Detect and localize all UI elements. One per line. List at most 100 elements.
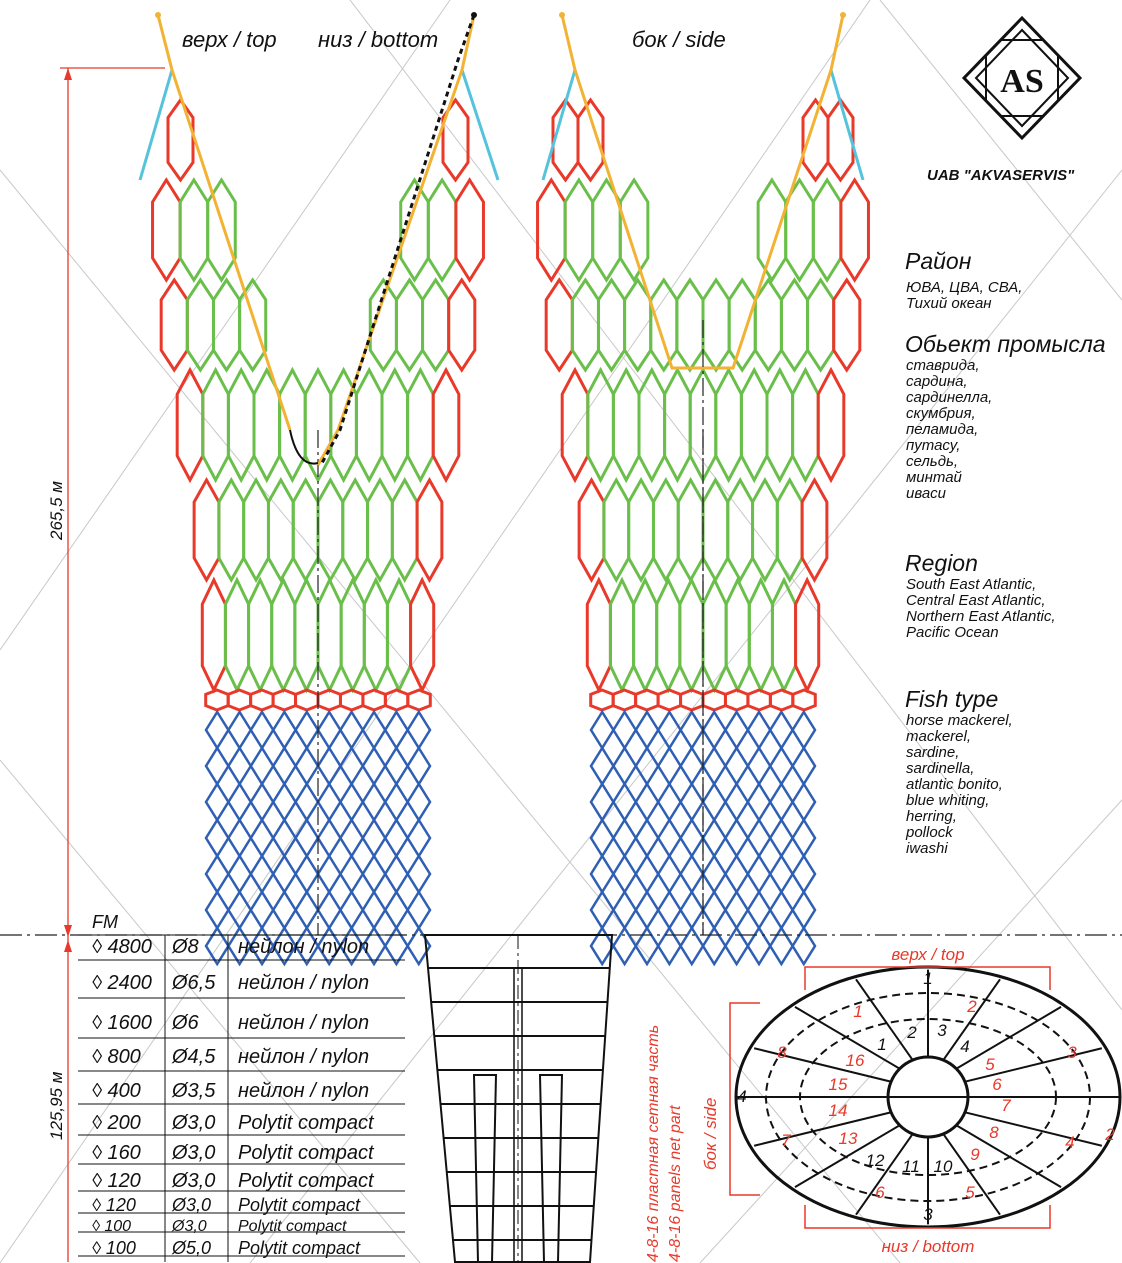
mesh-cell: [270, 576, 297, 694]
codend-mesh-cell: [679, 781, 705, 823]
bosom-curve: [289, 429, 319, 465]
codend-mesh-cell: [723, 709, 750, 751]
mesh-table-header: FM: [92, 912, 118, 932]
codend-mesh-cell: [226, 853, 253, 895]
section-number-label: 14: [829, 1101, 848, 1120]
codend-mesh-cell: [249, 781, 275, 823]
twine-diameter-cell: Ø4,5: [171, 1046, 216, 1068]
codend-mesh-cell: [611, 745, 638, 787]
mesh-cell: [406, 688, 432, 712]
section-number-label: 2: [1104, 1125, 1115, 1144]
codend-mesh-cell: [406, 745, 432, 787]
list-item: South East Atlantic,: [906, 576, 1037, 593]
material-cell: Polytit compact: [238, 1195, 361, 1215]
rope-end-marker: [155, 12, 161, 18]
mesh-cell: [768, 688, 795, 712]
guide-line: [0, 169, 901, 1263]
guide-line: [879, 0, 1122, 301]
seam-line: [794, 1124, 901, 1188]
codend-mesh-cell: [723, 925, 750, 967]
codend-mesh-cell: [338, 889, 365, 931]
codend-mesh-cell: [271, 709, 298, 751]
codend-mesh-cell: [294, 925, 320, 967]
codend-mesh-cell: [226, 925, 253, 967]
panels-note-ru: 4-8-16 пластная сетная часть: [645, 1025, 662, 1262]
codend-mesh-cell: [226, 745, 253, 787]
mesh-cell: [794, 576, 821, 694]
mesh-size-cell: ◊ 100: [92, 1218, 131, 1235]
codend-mesh-cell: [204, 709, 230, 751]
material-cell: нейлон / nylon: [238, 1012, 369, 1034]
mesh-cell: [753, 277, 783, 373]
mesh-cell: [536, 177, 567, 283]
codend-mesh-cell: [701, 781, 727, 823]
codend-mesh-cell: [656, 925, 683, 967]
trawl-side-view: [536, 12, 870, 967]
mesh-cell: [316, 476, 345, 584]
mesh-cell: [247, 576, 274, 694]
mesh-cell: [701, 576, 728, 694]
codend-mesh-cell: [383, 853, 410, 895]
list-item: ставрида,: [906, 357, 980, 374]
codend-mesh-cell: [611, 817, 638, 859]
list-item: horse mackerel,: [906, 712, 1013, 729]
codend-mesh-cell: [746, 889, 772, 931]
mesh-cell: [249, 688, 275, 712]
seam-line: [964, 1111, 1103, 1147]
wing-edge-right: [460, 69, 500, 181]
list-item: путасу,: [906, 437, 961, 454]
codend-mesh-cell: [679, 853, 705, 895]
mesh-cell: [338, 688, 365, 712]
list-item: сардинелла,: [906, 389, 993, 406]
codend-mesh-cell: [634, 781, 660, 823]
mesh-cell: [560, 366, 590, 484]
material-cell: нейлон / nylon: [238, 1080, 369, 1102]
mesh-cell: [586, 366, 615, 484]
codend-mesh-cell: [249, 817, 275, 859]
codend-mesh-cell: [294, 781, 320, 823]
mesh-cell: [316, 576, 343, 694]
codend-mesh-cell: [361, 889, 387, 931]
list-item: mackerel,: [906, 728, 972, 745]
mesh-cell: [316, 688, 342, 712]
side-view-label: бок / side: [632, 27, 726, 52]
mesh-cell: [724, 576, 751, 694]
codend-mesh-cell: [701, 709, 727, 751]
mesh-cell: [406, 366, 435, 484]
mesh-cell: [675, 277, 705, 373]
section-number-label: 3: [923, 1205, 933, 1224]
fishing-object-list: ставрида,сардина,сардинелла,скумбрия,пел…: [906, 358, 992, 502]
section-number-label: 9: [970, 1145, 980, 1164]
twine-diameter-cell: Ø3,0: [171, 1195, 211, 1215]
district-title: Район: [905, 248, 972, 274]
mesh-cell: [447, 277, 477, 373]
mesh-cell: [238, 277, 268, 373]
mesh-cell: [409, 576, 436, 694]
codend-mesh-cell: [406, 853, 432, 895]
section-number-label: 8: [989, 1123, 999, 1142]
codend-mesh-cell: [294, 817, 320, 859]
codend-mesh-cell: [634, 925, 660, 967]
codend-mesh-cell: [589, 817, 615, 859]
mesh-cell: [576, 97, 605, 183]
top-bracket: [804, 966, 1051, 990]
list-item: Northern East Atlantic,: [906, 608, 1056, 625]
mesh-cell: [811, 177, 843, 283]
list-item: пеламида,: [906, 421, 979, 438]
section-number-label: 6: [875, 1183, 885, 1202]
codend-mesh-cell: [316, 781, 342, 823]
twine-diameter-cell: Ø3,0: [171, 1142, 215, 1164]
mesh-cell: [421, 277, 451, 373]
twine-diameter-cell: Ø3,0: [171, 1170, 215, 1192]
section-number-label: 4: [737, 1087, 746, 1106]
mesh-cell: [390, 476, 419, 584]
codend-mesh-cell: [589, 925, 615, 967]
codend-mesh-cell: [316, 709, 342, 751]
panel-outline: [423, 934, 614, 1263]
codend-mesh-cell: [656, 817, 683, 859]
mesh-size-cell: ◊ 1600: [92, 1012, 152, 1034]
mesh-cell: [791, 688, 817, 712]
seam-line: [753, 1047, 892, 1083]
codend-mesh-cell: [679, 925, 705, 967]
